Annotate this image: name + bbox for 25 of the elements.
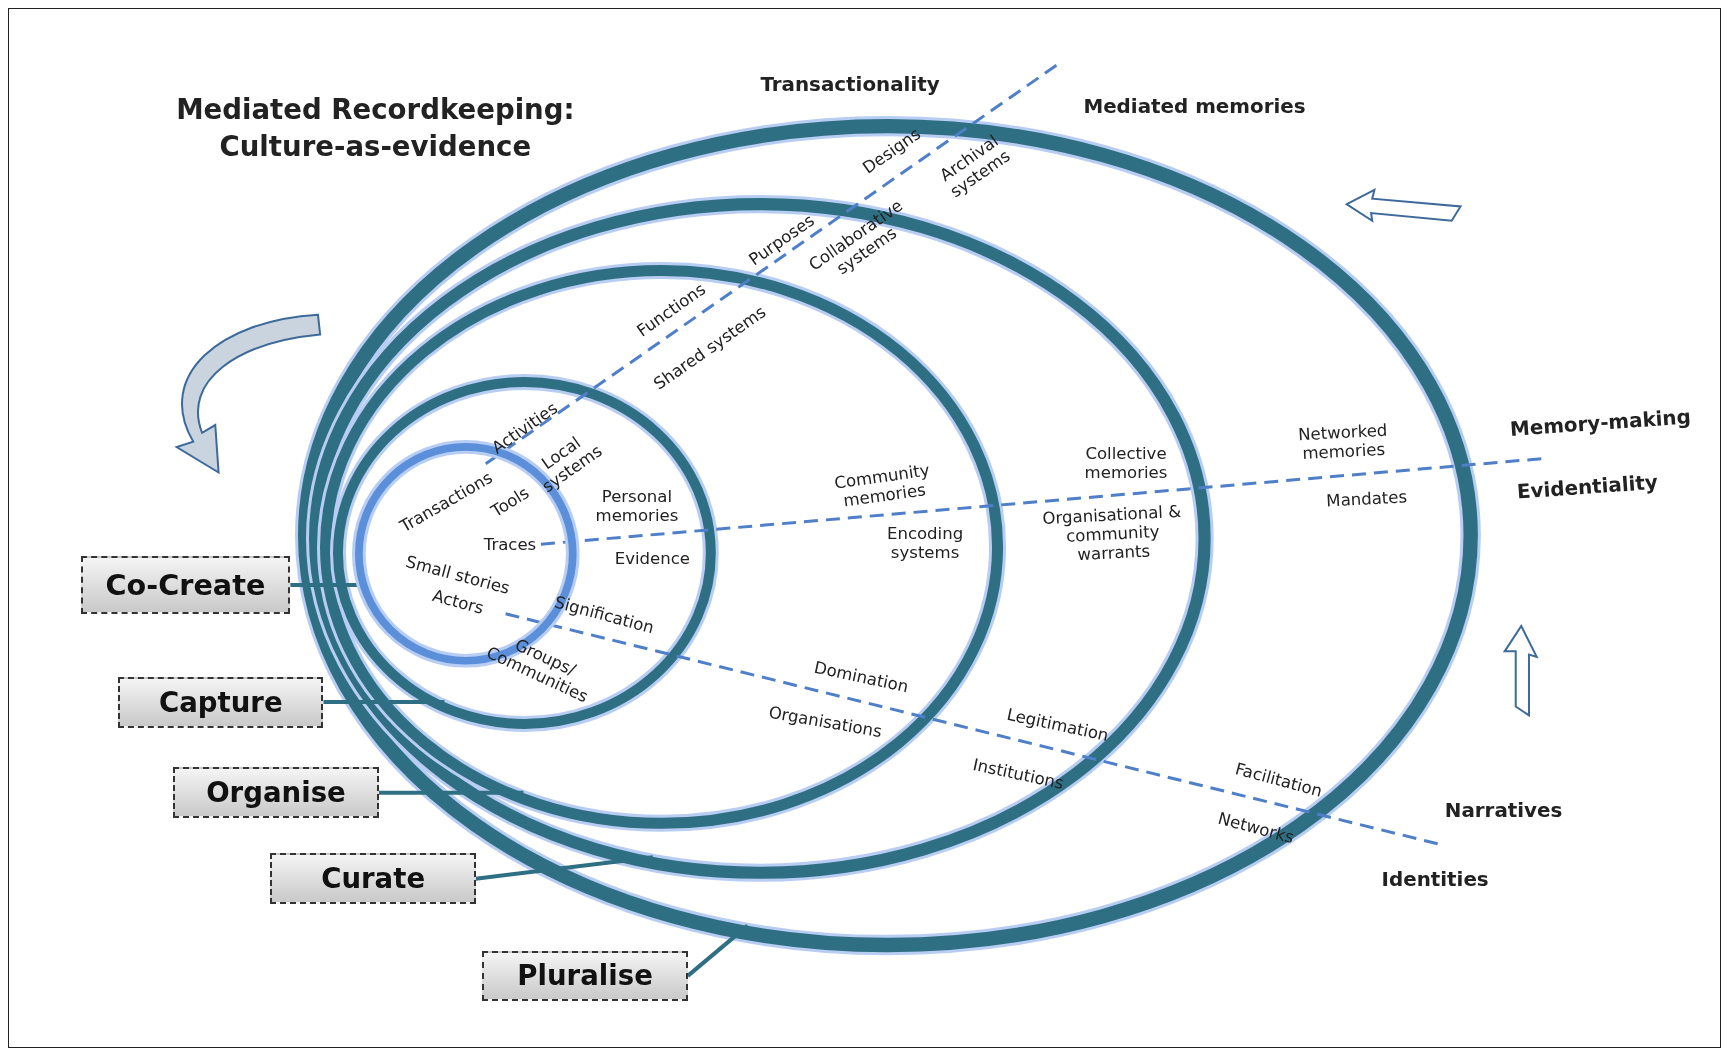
connector-line [686,924,749,978]
ring-label: Collective memories [1083,443,1169,482]
ring-label: Networked memories [1296,419,1389,465]
stage-box: Pluralise [482,950,688,1002]
ring-label: Encoding systems [885,524,965,563]
stage-box: Capture [118,676,324,728]
axis-label: Transactionality [759,73,941,97]
stage-box: Organise [173,767,379,818]
connector-line [475,855,654,881]
axis-label: Memory-making [1508,404,1693,443]
ring-label: Organisational & community warrants [1041,501,1183,567]
ring-label: Mandates [1324,486,1409,512]
connector-line [378,790,524,795]
ring-label: Personal memories [595,486,680,525]
diagram-title: Mediated Recordkeeping: Culture-as-evidence [175,91,576,165]
connector-line [323,700,445,705]
axis-label: Mediated memories [1082,95,1307,119]
stage-box: Curate [270,853,476,905]
axis-label: Narratives [1443,800,1564,823]
axis-label: Identities [1380,868,1490,892]
ring-label: Evidence [613,549,691,569]
ring-label: Traces [482,535,538,555]
axis-label: Evidentiality [1515,469,1660,506]
ring-label: Community memories [832,459,932,513]
stage-box: Co-Create [80,556,291,614]
